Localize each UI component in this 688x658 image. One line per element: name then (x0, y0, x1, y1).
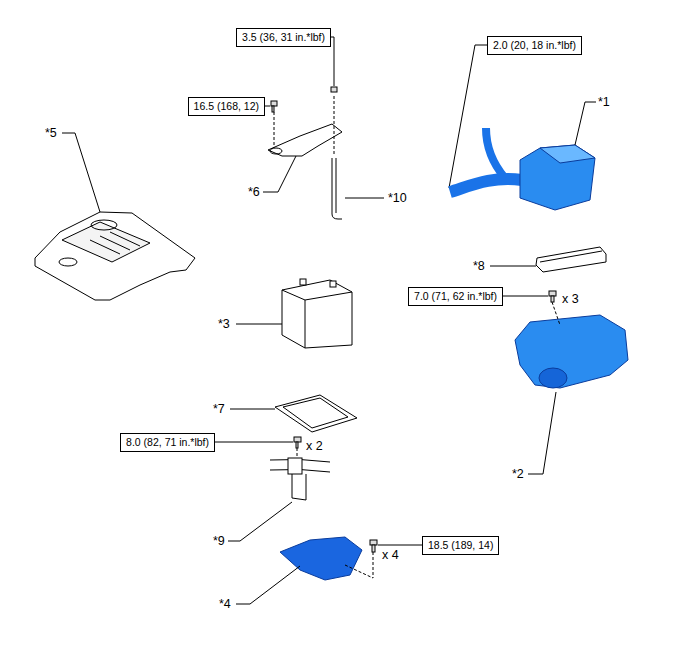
torque-spec-box: 8.0 (82, 71 in.*lbf) (120, 433, 215, 452)
callout-number: *9 (213, 534, 225, 548)
callout-number: *5 (45, 126, 57, 140)
callout-number: *10 (388, 191, 407, 205)
torque-value: 8.0 (82, 71 in.*lbf) (126, 436, 209, 449)
torque-value: 7.0 (71, 62 in.*lbf) (414, 290, 497, 303)
callout-number: *8 (473, 259, 485, 273)
callout-number: *2 (512, 467, 524, 481)
torque-value: 3.5 (36, 31 in.*lbf) (242, 31, 325, 44)
torque-value: 16.5 (168, 12) (194, 100, 259, 113)
torque-spec-box: 18.5 (189, 14) (422, 536, 499, 555)
callout-number: *3 (218, 317, 230, 331)
torque-spec-box: 16.5 (168, 12) (188, 97, 265, 116)
quantity-label: x 2 (306, 439, 323, 453)
quantity-label: x 4 (382, 548, 399, 562)
torque-spec-box: 7.0 (71, 62 in.*lbf) (408, 287, 503, 306)
quantity-label: x 3 (562, 292, 579, 306)
callout-number: *4 (219, 597, 231, 611)
callout-number: *7 (213, 402, 225, 416)
torque-value: 2.0 (20, 18 in.*lbf) (493, 39, 576, 52)
torque-spec-box: 3.5 (36, 31 in.*lbf) (236, 28, 331, 47)
torque-value: 18.5 (189, 14) (428, 539, 493, 552)
callout-number: *6 (248, 185, 260, 199)
torque-spec-box: 2.0 (20, 18 in.*lbf) (487, 36, 582, 55)
callout-number: *1 (598, 95, 610, 109)
